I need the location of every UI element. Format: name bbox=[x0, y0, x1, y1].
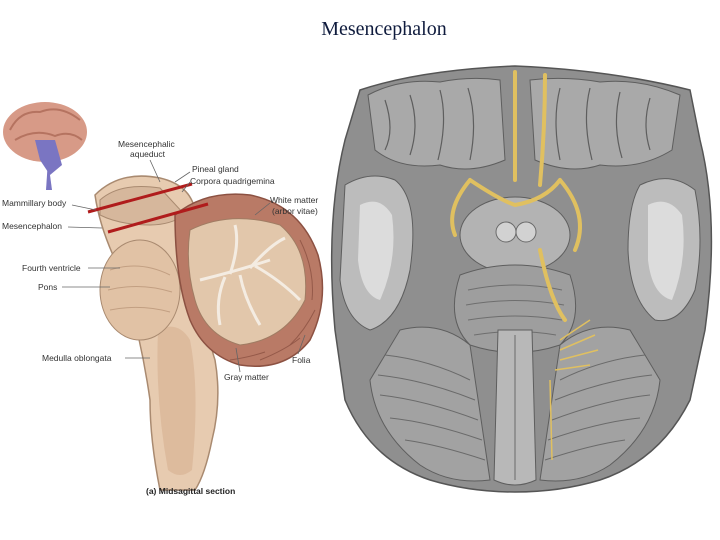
label-pineal-gland: Pineal gland bbox=[192, 164, 239, 174]
label-mammillary-body: Mammillary body bbox=[2, 198, 67, 208]
figure-caption: (a) Midsagittal section bbox=[146, 486, 235, 496]
label-medulla-oblongata: Medulla oblongata bbox=[42, 353, 112, 363]
label-gray-matter: Gray matter bbox=[224, 372, 269, 382]
label-fourth-ventricle: Fourth ventricle bbox=[22, 263, 81, 273]
label-mesencephalic-aqueduct-2: aqueduct bbox=[130, 149, 166, 159]
label-corpora-quadrigemina: Corpora quadrigemina bbox=[190, 176, 275, 186]
midsagittal-illustration bbox=[3, 102, 324, 491]
brain-inset-icon bbox=[3, 102, 87, 190]
label-folia: Folia bbox=[292, 355, 311, 365]
label-pons: Pons bbox=[38, 282, 57, 292]
inferior-brain-illustration bbox=[330, 65, 713, 493]
label-white-matter: White matter bbox=[270, 195, 318, 205]
slide-title: Mesencephalon bbox=[321, 18, 447, 40]
label-arbor-vitae: (arbor vitae) bbox=[272, 206, 318, 216]
label-mesencephalon: Mesencephalon bbox=[2, 221, 62, 231]
label-mesencephalic-aqueduct: Mesencephalic bbox=[118, 139, 175, 149]
